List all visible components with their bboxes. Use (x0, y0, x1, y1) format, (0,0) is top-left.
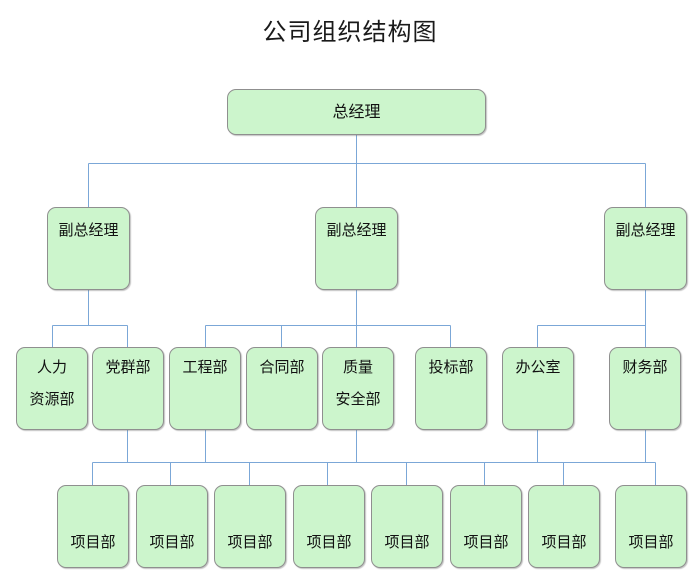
node-label-line2: 安全部 (335, 389, 381, 408)
node-label: 项目部 (628, 533, 674, 552)
node-project-5[interactable]: 项目部 (371, 485, 443, 568)
node-project-4[interactable]: 项目部 (293, 485, 365, 568)
node-vp-left[interactable]: 副总经理 (47, 207, 130, 290)
node-label: 项目部 (227, 533, 273, 552)
page-title: 公司组织结构图 (262, 18, 438, 46)
node-dept-bidding[interactable]: 投标部 (415, 347, 487, 430)
node-label: 投标部 (428, 358, 474, 376)
node-label: 办公室 (515, 358, 561, 376)
node-dept-quality-safety[interactable]: 质量 安全部 (322, 347, 394, 430)
node-label: 财务部 (622, 358, 668, 376)
node-label-line1: 质量 (342, 358, 373, 376)
node-ceo[interactable]: 总经理 (227, 89, 486, 135)
node-label: 党群部 (105, 358, 151, 376)
node-dept-contract[interactable]: 合同部 (246, 347, 318, 430)
node-dept-engineering[interactable]: 工程部 (169, 347, 241, 430)
node-vp-right[interactable]: 副总经理 (604, 207, 687, 290)
node-label-line2: 资源部 (29, 389, 75, 408)
node-project-3[interactable]: 项目部 (214, 485, 286, 568)
node-label: 项目部 (541, 533, 587, 552)
node-label: 工程部 (182, 358, 228, 376)
node-label: 项目部 (70, 533, 116, 552)
node-label: 项目部 (306, 533, 352, 552)
node-project-2[interactable]: 项目部 (136, 485, 208, 568)
node-label: 副总经理 (326, 221, 387, 239)
node-vp-center[interactable]: 副总经理 (315, 207, 398, 290)
node-label: 项目部 (463, 533, 509, 552)
node-label: 项目部 (384, 533, 430, 552)
node-dept-office[interactable]: 办公室 (502, 347, 574, 430)
node-label: 总经理 (332, 102, 381, 122)
node-project-1[interactable]: 项目部 (57, 485, 129, 568)
node-label: 项目部 (149, 533, 195, 552)
node-label: 副总经理 (58, 221, 119, 239)
node-project-7[interactable]: 项目部 (528, 485, 600, 568)
node-label: 副总经理 (615, 221, 676, 239)
node-dept-hr[interactable]: 人力 资源部 (16, 347, 88, 430)
node-label: 合同部 (259, 358, 305, 376)
node-project-8[interactable]: 项目部 (615, 485, 687, 568)
node-dept-finance[interactable]: 财务部 (609, 347, 681, 430)
node-project-6[interactable]: 项目部 (450, 485, 522, 568)
node-label-line1: 人力 (36, 358, 67, 376)
node-dept-party[interactable]: 党群部 (92, 347, 164, 430)
